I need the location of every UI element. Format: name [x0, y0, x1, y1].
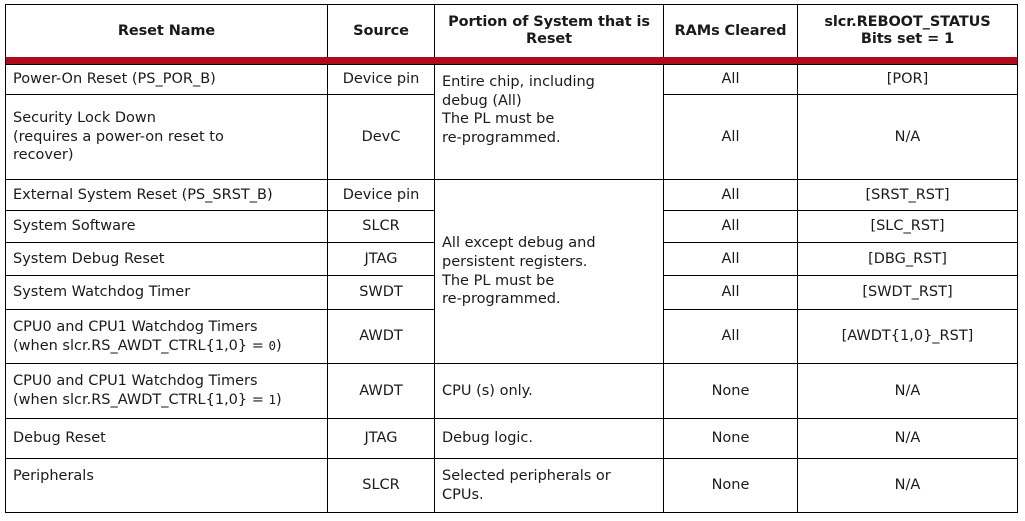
- cell-reboot-status: [SLC_RST]: [797, 210, 1018, 243]
- cell-reboot-status: [AWDT{1,0}_RST]: [797, 309, 1018, 364]
- header-reset-name: Reset Name: [5, 4, 328, 57]
- cell-source: SLCR: [327, 210, 435, 243]
- cell-reboot-status: [POR]: [797, 64, 1018, 95]
- cell-source: DevC: [327, 94, 435, 180]
- cell-reset-name: Debug Reset: [5, 418, 328, 459]
- cell-reboot-status: N/A: [797, 418, 1018, 459]
- cell-rams-cleared: All: [663, 179, 798, 211]
- cell-reset-name: System Debug Reset: [5, 242, 328, 276]
- cell-reboot-status: N/A: [797, 458, 1018, 513]
- cell-portion-group-2: All except debug and persistent register…: [434, 179, 664, 364]
- cell-reboot-status: [DBG_RST]: [797, 242, 1018, 276]
- cell-source: JTAG: [327, 242, 435, 276]
- cell-rams-cleared: All: [663, 309, 798, 364]
- header-rams-cleared: RAMs Cleared: [663, 4, 798, 57]
- cell-source: Device pin: [327, 64, 435, 95]
- cell-source: JTAG: [327, 418, 435, 459]
- cell-rams-cleared: All: [663, 242, 798, 276]
- cell-source: SWDT: [327, 275, 435, 310]
- cell-reset-name-condition: (when slcr.RS_AWDT_CTRL{1,0} = 1): [13, 392, 282, 408]
- cell-reset-name: External System Reset (PS_SRST_B): [5, 179, 328, 211]
- table-row: Peripherals SLCR Selected peripherals or…: [5, 458, 1018, 513]
- cell-reset-name: Power-On Reset (PS_POR_B): [5, 64, 328, 95]
- cell-rams-cleared: All: [663, 94, 798, 180]
- cell-rams-cleared: None: [663, 363, 798, 419]
- cell-rams-cleared: All: [663, 64, 798, 95]
- cell-reboot-status: N/A: [797, 363, 1018, 419]
- cell-rams-cleared: None: [663, 418, 798, 459]
- table-body: Power-On Reset (PS_POR_B) Device pin Ent…: [5, 64, 1018, 513]
- cell-portion: Selected peripherals or CPUs.: [434, 458, 664, 513]
- table-row: External System Reset (PS_SRST_B) Device…: [5, 179, 1018, 364]
- cell-reset-name: CPU0 and CPU1 Watchdog Timers (when slcr…: [5, 309, 328, 364]
- table-header: Reset Name Source Portion of System that…: [5, 4, 1018, 65]
- cell-source: Device pin: [327, 179, 435, 211]
- table-row: Debug Reset JTAG Debug logic. None N/A: [5, 418, 1018, 459]
- header-portion: Portion of System that is Reset: [434, 4, 664, 57]
- header-row: Reset Name Source Portion of System that…: [5, 4, 1018, 57]
- cell-portion-group-1: Entire chip, including debug (All) The P…: [434, 64, 664, 180]
- header-reboot-status-line2: Bits set = 1: [860, 31, 955, 47]
- cell-portion: CPU (s) only.: [434, 363, 664, 419]
- header-reboot-status: slcr.REBOOT_STATUS Bits set = 1: [797, 4, 1018, 57]
- header-reboot-status-line1: slcr.REBOOT_STATUS: [824, 14, 991, 31]
- reset-table-container: Reset Name Source Portion of System that…: [5, 4, 1018, 513]
- accent-bar: [5, 57, 1018, 65]
- header-accent-divider: [5, 57, 1018, 65]
- table-row: System Software SLCR All [SLC_RST]: [5, 210, 1018, 243]
- cell-reset-name: CPU0 and CPU1 Watchdog Timers (when slcr…: [5, 363, 328, 419]
- cell-reboot-status: [SRST_RST]: [797, 179, 1018, 211]
- table-row: Security Lock Down (requires a power-on …: [5, 94, 1018, 180]
- cell-reboot-status: N/A: [797, 94, 1018, 180]
- cell-reset-name-condition: (when slcr.RS_AWDT_CTRL{1,0} = 0): [13, 337, 282, 354]
- table-row: Power-On Reset (PS_POR_B) Device pin Ent…: [5, 64, 1018, 180]
- cell-source: AWDT: [327, 363, 435, 419]
- cell-source: SLCR: [327, 458, 435, 513]
- header-source: Source: [327, 4, 435, 57]
- table-row: CPU0 and CPU1 Watchdog Timers (when slcr…: [5, 309, 1018, 364]
- cell-source: AWDT: [327, 309, 435, 364]
- cell-reset-name: Peripherals: [5, 458, 328, 513]
- cell-portion: Debug logic.: [434, 418, 664, 459]
- cell-rams-cleared: All: [663, 210, 798, 243]
- table-row: System Watchdog Timer SWDT All [SWDT_RST…: [5, 275, 1018, 310]
- cell-rams-cleared: None: [663, 458, 798, 513]
- cell-reboot-status: [SWDT_RST]: [797, 275, 1018, 310]
- reset-summary-table: Reset Name Source Portion of System that…: [5, 4, 1018, 513]
- cell-rams-cleared: All: [663, 275, 798, 310]
- table-row: CPU0 and CPU1 Watchdog Timers (when slcr…: [5, 363, 1018, 419]
- cell-reset-name: Security Lock Down (requires a power-on …: [5, 94, 328, 180]
- cell-reset-name: System Watchdog Timer: [5, 275, 328, 310]
- cell-reset-name: System Software: [5, 210, 328, 243]
